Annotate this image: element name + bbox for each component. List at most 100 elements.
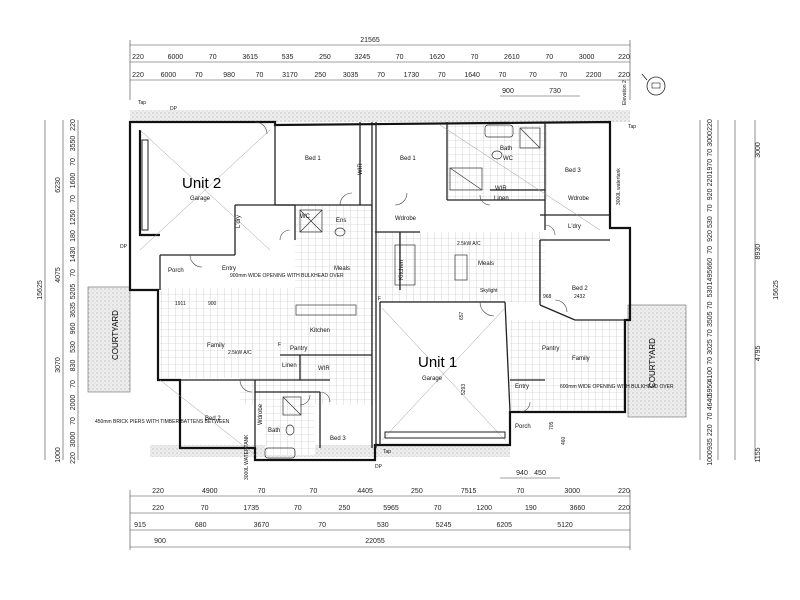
- dimension-value: 250: [319, 54, 331, 61]
- skylight-label: Skylight: [480, 288, 498, 294]
- dimension-value: 3025: [707, 339, 714, 355]
- dim-note: 5293: [461, 384, 467, 395]
- dimension-value: 680: [195, 522, 207, 529]
- left-dimension-lines: [44, 120, 79, 460]
- dim-note: 705: [549, 421, 555, 430]
- dimension-value: 5205: [70, 284, 77, 300]
- dimension-value: 190: [525, 505, 537, 512]
- dimension-value: 70: [559, 72, 567, 79]
- right-dimension-lines: [699, 120, 756, 460]
- room-label: WIR: [495, 186, 507, 192]
- dimension-value: 1430: [70, 247, 77, 263]
- room-label: Pantry: [290, 346, 307, 352]
- dimension-value: 3000: [707, 131, 714, 147]
- elevation-marker-icon: [641, 73, 666, 96]
- dimension-value: 70: [318, 522, 326, 529]
- opening-note-unit1: 600mm WIDE OPENING WITH BULKHEAD OVER: [560, 384, 674, 390]
- dimension-value: 70: [309, 488, 317, 495]
- dimension-value: 220: [70, 119, 77, 131]
- dimension-value: 70: [70, 380, 77, 388]
- dimension-value: 3170: [282, 72, 298, 79]
- dimension-value: 5120: [557, 522, 573, 529]
- dimension-value: 220: [707, 119, 714, 131]
- room-label: WIR: [318, 366, 330, 372]
- dimension-value: 6000: [168, 54, 184, 61]
- dimension-value: 5245: [436, 522, 452, 529]
- dimension-value: 4075: [55, 267, 62, 283]
- dimension-value: 3660: [570, 505, 586, 512]
- dimension-value: 70: [434, 505, 442, 512]
- dimension-value: 220: [618, 488, 630, 495]
- dimension-value: 730: [549, 88, 561, 95]
- dimension-value: 3505: [707, 311, 714, 327]
- dimension-value: 220: [618, 505, 630, 512]
- room-label: L'dry: [568, 224, 581, 230]
- dimension-value: 70: [707, 301, 714, 309]
- garage-roof-lines: [139, 124, 601, 456]
- room-label: Linen: [494, 196, 509, 202]
- opening-note-unit2: 900mm WIDE OPENING WITH BULKHEAD OVER: [230, 273, 344, 279]
- elevation-label: Elevation 2: [622, 80, 628, 105]
- dim-note: 2432: [574, 294, 585, 300]
- tiled-areas: [160, 125, 625, 455]
- dimension-value: 4795: [755, 345, 762, 361]
- dimension-value: 3670: [254, 522, 270, 529]
- dimension-value: 6205: [496, 522, 512, 529]
- room-label: Wdrobe: [568, 196, 590, 202]
- dim-note: 460: [561, 436, 567, 445]
- unit1-title: Unit 1: [418, 354, 457, 371]
- dimension-value: 220: [618, 54, 630, 61]
- dimension-value: 70: [707, 357, 714, 365]
- dimension-value: 900: [502, 88, 514, 95]
- dp-label: DP: [120, 244, 128, 250]
- dimension-value: 4405: [357, 488, 373, 495]
- dim-note: 1911: [175, 301, 186, 307]
- dimension-value: 70: [438, 72, 446, 79]
- dimension-value: 1200: [476, 505, 492, 512]
- dimension-value: 220: [707, 424, 714, 436]
- dimension-value: 940: [516, 470, 528, 477]
- dimension-value: 4100: [707, 367, 714, 383]
- unit2-title: Unit 2: [182, 175, 221, 192]
- room-label: Family: [207, 343, 225, 349]
- dimension-value: 250: [411, 488, 423, 495]
- dimension-value: 22055: [365, 538, 385, 545]
- dimension-value: 3615: [242, 54, 258, 61]
- dimension-value: 70: [258, 488, 266, 495]
- dimension-value: 2000: [70, 395, 77, 411]
- dimension-value: 1640: [464, 72, 480, 79]
- dimension-value: 70: [70, 269, 77, 277]
- dim-overall-top: 21565: [360, 37, 380, 44]
- room-label: Entry: [222, 266, 236, 272]
- room-label: Bed 1: [400, 156, 416, 162]
- dimension-value: 4640: [707, 395, 714, 411]
- dimension-value: 70: [517, 488, 525, 495]
- dimension-value: 980: [223, 72, 235, 79]
- brick-piers-note: 450mm BRICK PIERS WITH TIMBER BATTENS BE…: [95, 419, 230, 425]
- dimension-value: 7515: [461, 488, 477, 495]
- dimension-value: 1155: [755, 447, 762, 462]
- courtyard-label-right: COURTYARD: [648, 338, 657, 388]
- dimension-value: 70: [707, 149, 714, 157]
- room-label: Kitchen: [310, 328, 330, 334]
- dimension-value: 1735: [243, 505, 259, 512]
- outer-walls: [128, 120, 632, 462]
- ac-label: 2.5kW A/C: [457, 241, 481, 247]
- dimension-value: 3000: [564, 488, 580, 495]
- dimension-value: 6230: [55, 177, 62, 193]
- room-label: Bed 3: [565, 168, 581, 174]
- dim-note: 968: [543, 294, 552, 300]
- dimension-value: 1730: [404, 72, 420, 79]
- dimension-value: 3000: [70, 432, 77, 448]
- garage-doors: [141, 139, 506, 439]
- tap-label: Tap: [383, 449, 391, 455]
- dimension-value: 70: [707, 204, 714, 212]
- room-label: WIR: [358, 163, 364, 175]
- dimension-value: 530: [707, 216, 714, 228]
- room-label: WC: [503, 156, 514, 162]
- dimension-value: 3550: [70, 136, 77, 152]
- dimension-value: 70: [545, 54, 553, 61]
- dimension-value: 2200: [586, 72, 602, 79]
